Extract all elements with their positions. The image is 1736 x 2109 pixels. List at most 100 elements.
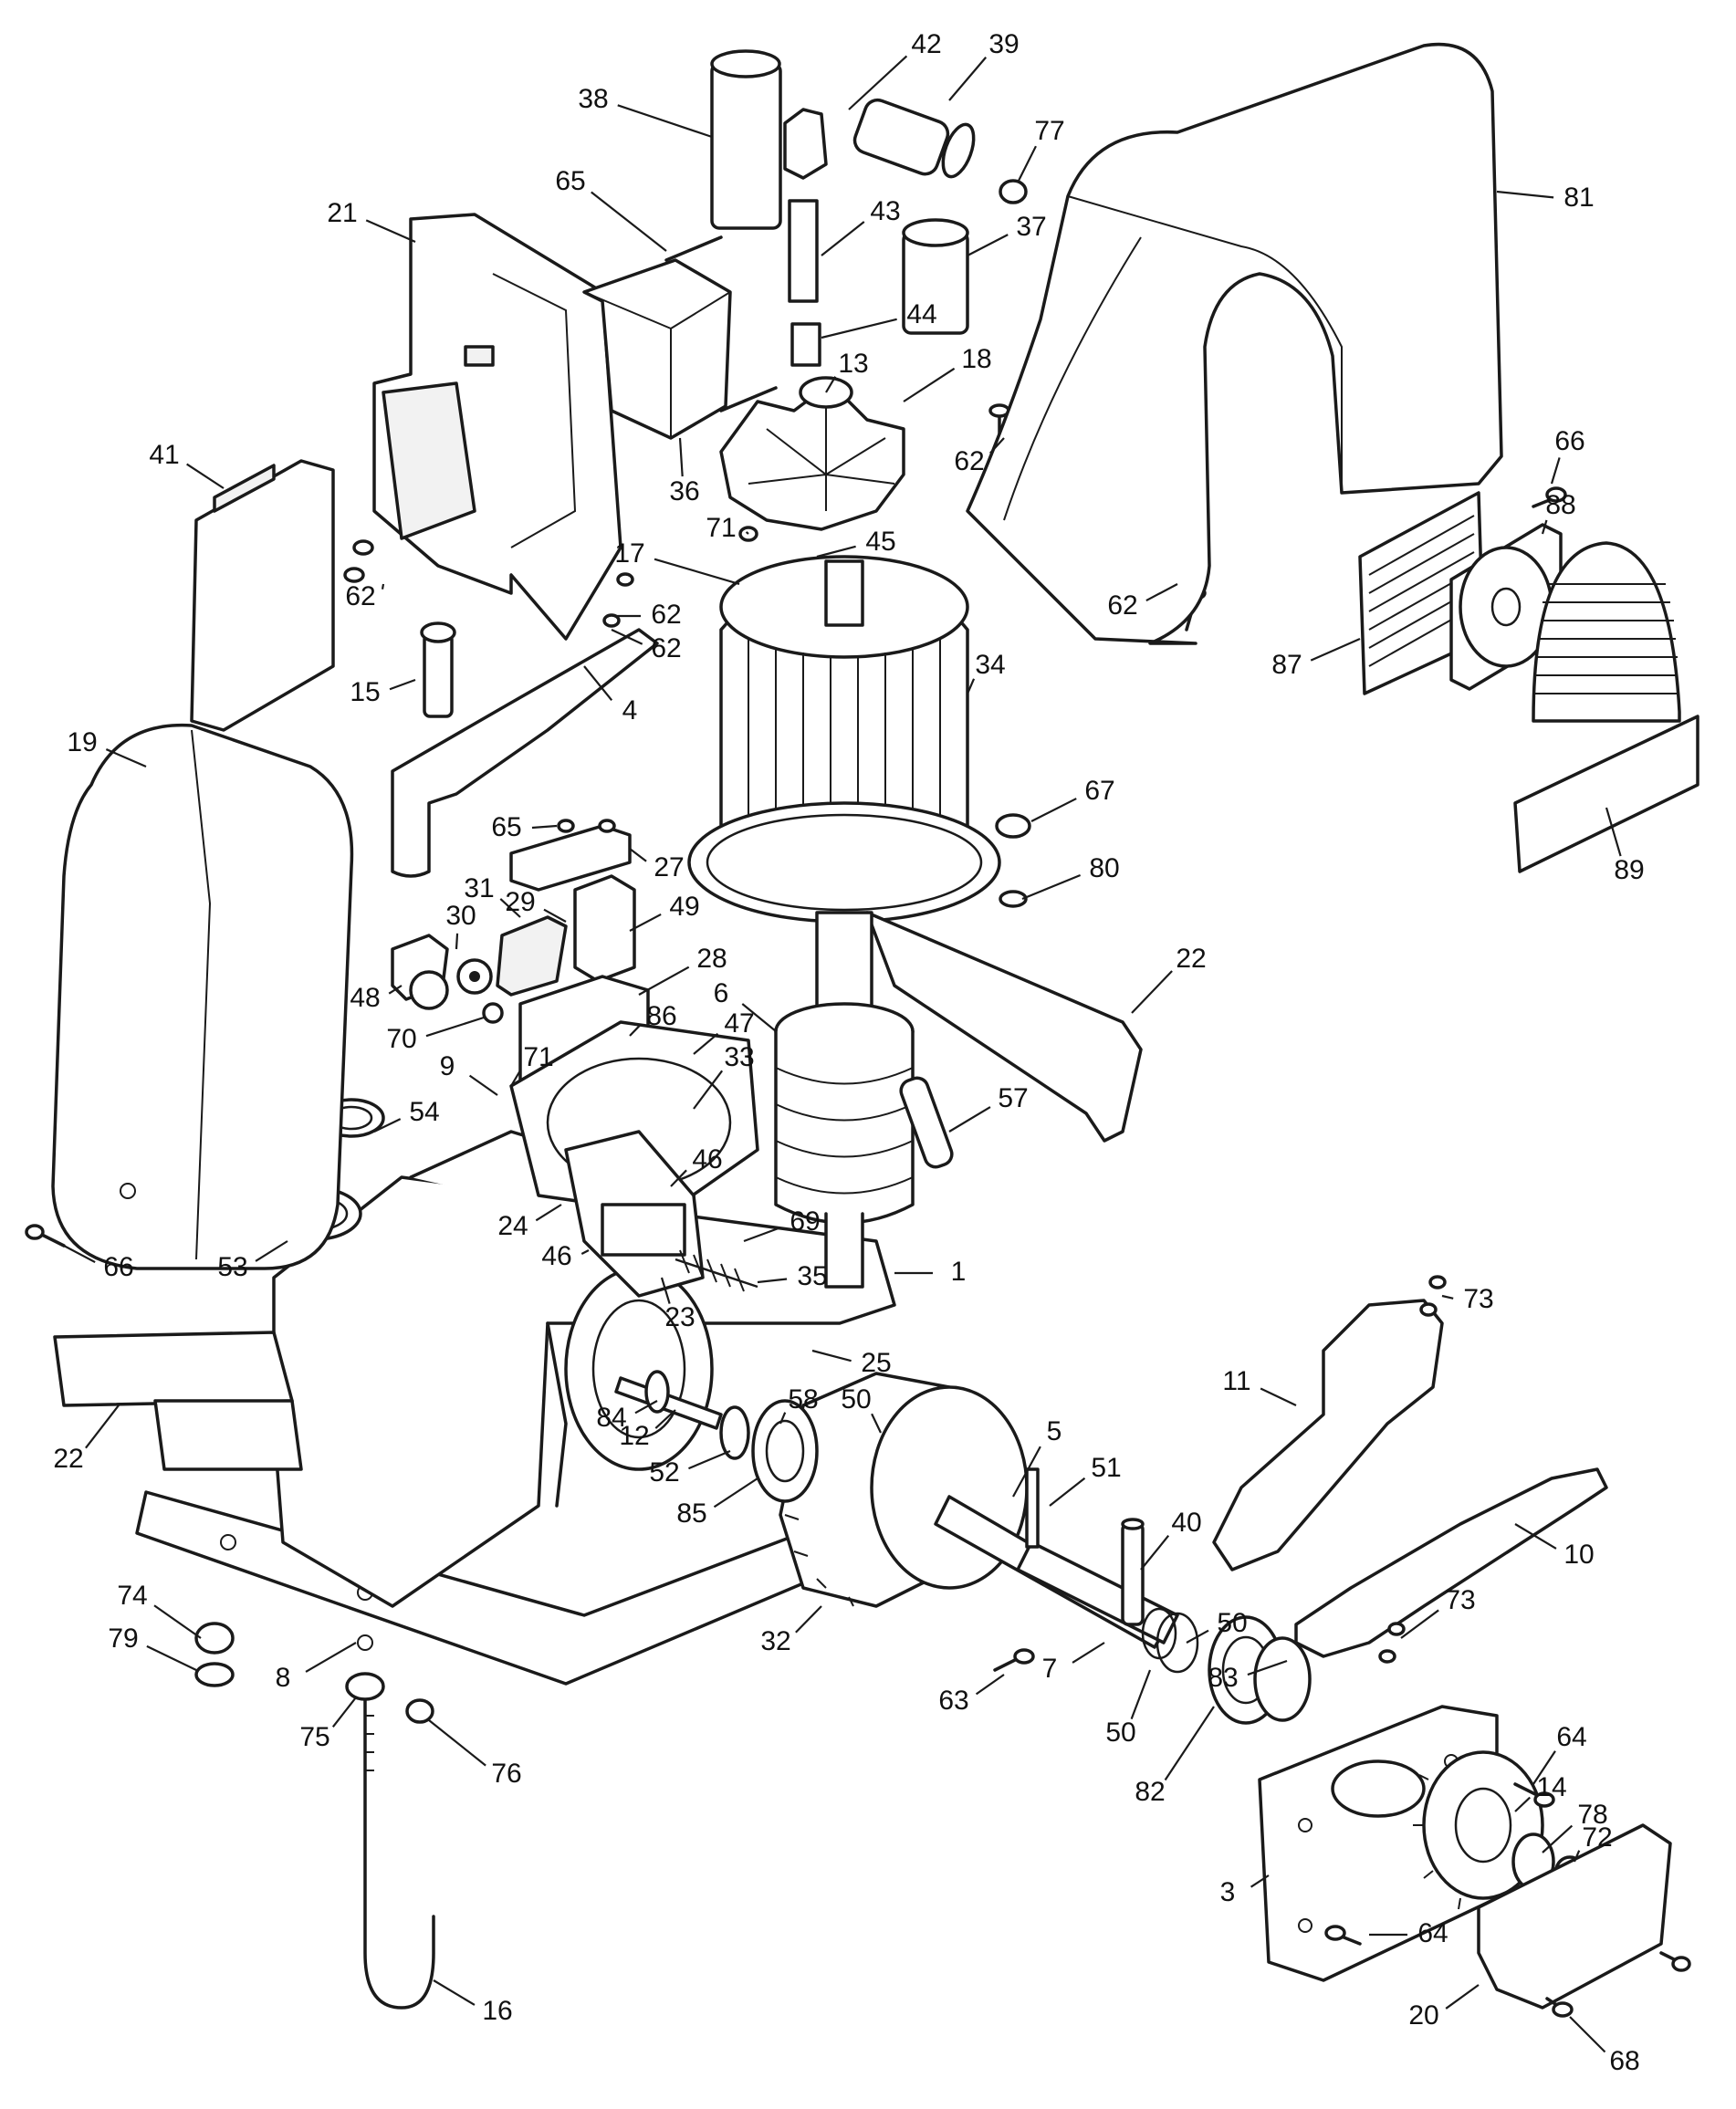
part-label-6: 6 [714, 978, 729, 1008]
leader-line-75 [331, 1697, 357, 1728]
leader-line-82 [1164, 1706, 1215, 1781]
part-label-62: 62 [1107, 590, 1137, 621]
leader-line-11 [1260, 1387, 1297, 1406]
part-label-36: 36 [669, 476, 699, 506]
leader-line-71 [510, 1070, 522, 1087]
leader-line-40 [1140, 1535, 1170, 1571]
leader-line-8 [305, 1642, 357, 1673]
leader-line-74 [153, 1604, 202, 1639]
part-label-53: 53 [217, 1252, 247, 1282]
transformer [582, 258, 732, 440]
part-label-86: 86 [646, 1001, 676, 1031]
leader-line-58 [779, 1412, 787, 1425]
nut [194, 179, 1031, 1724]
part-label-71: 71 [523, 1042, 553, 1072]
ventilation-cover [1513, 541, 1699, 873]
leader-line-22 [85, 1404, 120, 1449]
leader-line-66 [1550, 457, 1561, 485]
leader-line-42 [848, 55, 908, 110]
circuit-board [190, 459, 335, 732]
leader-line-4 [583, 665, 613, 701]
release-lever [391, 621, 659, 878]
leader-line-46 [580, 1249, 590, 1255]
leader-line-64 [1532, 1750, 1556, 1785]
part-label-85: 85 [676, 1498, 706, 1529]
leader-line-72 [1573, 1850, 1581, 1863]
leader-line-89 [1605, 807, 1622, 857]
part-label-66: 66 [1554, 426, 1584, 456]
leader-line-16 [433, 1979, 476, 2006]
leader-line-71 [745, 531, 749, 535]
part-label-14: 14 [1536, 1772, 1566, 1802]
part-label-41: 41 [149, 440, 179, 470]
leader-line-39 [948, 57, 988, 101]
leader-line-62 [1145, 583, 1178, 602]
terminal-block [783, 108, 828, 367]
pin [1121, 1518, 1145, 1626]
release-knob [391, 934, 504, 1024]
front-cover [51, 723, 354, 1270]
leader-line-22 [1131, 970, 1173, 1014]
leader-line-85 [713, 1477, 758, 1509]
leader-line-57 [948, 1106, 991, 1133]
part-label-71: 71 [706, 513, 736, 543]
bearing [719, 1399, 819, 1503]
set-screw [1378, 1275, 1447, 1664]
leader-line-78 [1542, 1824, 1574, 1853]
gearbox-housing [53, 1130, 896, 1608]
part-label-88: 88 [1545, 490, 1575, 520]
part-label-23: 23 [664, 1302, 695, 1332]
leader-line-46 [670, 1169, 687, 1187]
leader-line-17 [654, 558, 740, 586]
part-label-78: 78 [1577, 1800, 1607, 1830]
electric-motor [687, 555, 1001, 924]
part-label-72: 72 [1582, 1822, 1612, 1853]
part-label-40: 40 [1171, 1508, 1201, 1538]
leader-line-62 [611, 629, 643, 645]
leader-line-47 [693, 1032, 719, 1055]
part-label-44: 44 [906, 299, 936, 329]
leader-line-73 [1441, 1294, 1454, 1300]
leader-line-54 [373, 1118, 402, 1133]
part-label-18: 18 [961, 344, 991, 374]
part-label-1: 1 [951, 1257, 967, 1287]
leader-line-25 [811, 1349, 852, 1362]
part-label-25: 25 [861, 1348, 891, 1378]
part-label-7: 7 [1042, 1654, 1058, 1684]
part-label-65: 65 [491, 812, 521, 842]
control-board-bracket [372, 213, 622, 641]
part-label-62: 62 [651, 600, 681, 630]
part-label-63: 63 [938, 1686, 968, 1716]
part-label-62: 62 [651, 633, 681, 663]
leader-line-18 [903, 367, 956, 402]
part-label-5: 5 [1047, 1416, 1062, 1446]
leader-line-76 [428, 1719, 486, 1767]
part-label-15: 15 [350, 677, 380, 707]
leader-line-15 [389, 678, 416, 691]
leader-line-73 [1400, 1609, 1439, 1639]
leader-line-62 [381, 583, 385, 590]
part-label-54: 54 [409, 1097, 439, 1127]
part-label-29: 29 [505, 887, 535, 917]
capacitor [710, 49, 782, 230]
part-label-74: 74 [117, 1581, 147, 1611]
leader-line-5 [1012, 1446, 1041, 1498]
part-label-37: 37 [1016, 212, 1046, 242]
part-label-24: 24 [497, 1211, 528, 1241]
part-label-68: 68 [1609, 2046, 1639, 2076]
part-label-10: 10 [1563, 1540, 1594, 1570]
bearing [1141, 1607, 1312, 1725]
part-label-57: 57 [998, 1083, 1028, 1113]
leader-line-50 [1186, 1629, 1209, 1644]
leader-line-87 [1310, 637, 1361, 662]
part-label-73: 73 [1463, 1284, 1493, 1314]
leader-line-84 [634, 1400, 658, 1415]
part-label-75: 75 [299, 1722, 329, 1752]
part-label-67: 67 [1084, 776, 1114, 806]
leader-line-80 [1021, 874, 1082, 901]
leader-line-28 [638, 966, 690, 996]
leader-line-14 [1514, 1796, 1532, 1812]
leader-line-41 [186, 463, 225, 489]
leader-line-70 [425, 1016, 485, 1038]
leader-line-62 [989, 437, 1005, 454]
